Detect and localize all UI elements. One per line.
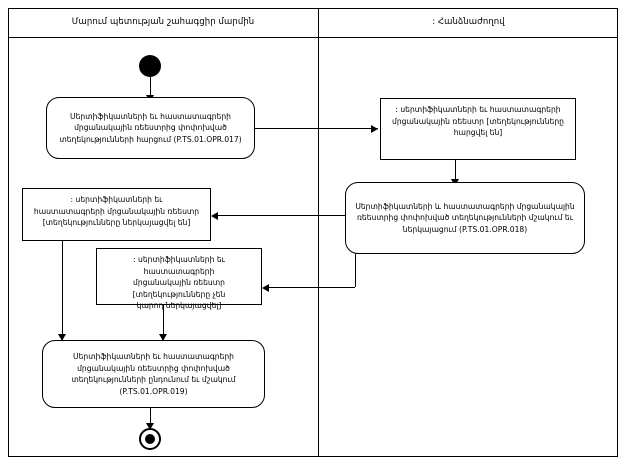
object-not-provided-line3: կարող ներկայացվել] xyxy=(136,301,222,310)
object-provided-text: : սերտիֆիկատների եւ հաստատագրերի մրցանակ… xyxy=(29,194,204,229)
activity-process-text: Սերտիֆիկատների և հաստատագրերի մրցանակայի… xyxy=(354,201,576,236)
activity-request-line2: մրցանակային ռեեստրից փոփոխված xyxy=(74,123,227,133)
object-node-information-requested[interactable]: : սերտիֆիկատների եւ հաստատագրերի մրցանակ… xyxy=(380,98,576,160)
object-provided-line1: : սերտիֆիկատների եւ xyxy=(70,195,163,204)
activity-receive-line4: (P.TS.01.OPR.019) xyxy=(119,386,188,396)
object-requested-line3: հարցվել են] xyxy=(453,128,503,137)
activity-receive-line2: մրցանակային ռեեստրից փոփոխված xyxy=(77,363,230,373)
object-not-provided-line1: : սերտիֆիկատների եւ հաստատագրերի xyxy=(133,255,225,276)
edge-not-provided-to-receive xyxy=(163,305,164,341)
final-node xyxy=(139,428,161,450)
edge-requested-to-process xyxy=(455,160,456,182)
object-not-provided-text: : սերտիֆիկատների եւ հաստատագրերի մրցանակ… xyxy=(103,254,255,312)
activity-receive-line1: Սերտիֆիկատների եւ հաստատագրերի xyxy=(73,352,234,361)
arrowhead-receive-to-final xyxy=(146,423,154,430)
activity-process-and-provide[interactable]: Սերտիֆիկատների և հաստատագրերի մրցանակայի… xyxy=(345,182,585,254)
activity-process-line1: Սերտիֆիկատների և հաստատագրերի մրցանակայի… xyxy=(355,201,575,211)
edge-initial-to-request xyxy=(150,77,151,97)
activity-request-text: Սերտիֆիկատների եւ հաստատագրերի մրցանակայ… xyxy=(55,111,246,146)
activity-process-line3: ներկայացում (P.TS.01.OPR.018) xyxy=(402,224,528,234)
object-provided-line3: [տեղեկությունները ներկայացվել են] xyxy=(42,218,191,227)
object-provided-line2: հաստատագրերի մրցանակային ռեեստր xyxy=(33,206,200,216)
activity-process-line2: ռեեստրից փոփոխված տեղեկությունների մշակո… xyxy=(356,213,574,223)
object-requested-line2: մրցանակային ռեեստր [տեղեկությունները xyxy=(392,116,564,126)
object-requested-text: : սերտիֆիկատների եւ հաստատագրերի մրցանակ… xyxy=(387,104,569,139)
edge-request-to-requested xyxy=(255,128,378,129)
object-requested-line1: : սերտիֆիկատների եւ հաստատագրերի xyxy=(395,105,561,114)
activity-receive-and-process[interactable]: Սերտիֆիկատների եւ հաստատագրերի մրցանակայ… xyxy=(42,340,265,408)
swimlane-title-right: : Հանձնաժողով xyxy=(432,17,505,27)
arrowhead-process-to-provided xyxy=(211,212,218,220)
activity-request-line1: Սերտիֆիկատների եւ հաստատագրերի xyxy=(70,111,231,121)
edge-process-to-not-provided xyxy=(268,287,355,288)
edge-process-to-provided xyxy=(217,215,345,216)
activity-request-line3: տեղեկությունների հարցում (P.TS.01.OPR.01… xyxy=(59,134,242,144)
swimlane-title-left: Մարում պետության շահագցիր մարմին xyxy=(71,17,255,27)
edge-process-down-stub xyxy=(355,254,356,287)
swimlane-header-rule xyxy=(8,37,618,38)
arrowhead-request-to-requested xyxy=(371,125,378,133)
edge-receive-to-final xyxy=(150,408,151,428)
activity-request-information[interactable]: Սերտիֆիկատների եւ հաստատագրերի մրցանակայ… xyxy=(46,97,255,159)
edge-process-left-stub xyxy=(345,215,346,216)
edge-provided-to-receive xyxy=(62,241,63,341)
object-node-information-not-provided[interactable]: : սերտիֆիկատների եւ հաստատագրերի մրցանակ… xyxy=(96,248,262,310)
arrowhead-process-to-not-provided xyxy=(262,284,269,292)
arrowhead-provided-to-receive xyxy=(58,334,66,341)
initial-node xyxy=(139,55,161,77)
object-node-information-provided[interactable]: : սերտիֆիկատների եւ հաստատագրերի մրցանակ… xyxy=(22,188,211,241)
activity-receive-line3: տեղեկությունների ընդունում եւ մշակում xyxy=(71,375,236,384)
swimlane-divider xyxy=(318,8,319,457)
arrowhead-not-provided-to-receive xyxy=(159,334,167,341)
object-not-provided-line2: մրցանակային ռեեստր [տեղեկությունները չեն xyxy=(132,278,226,299)
activity-receive-text: Սերտիֆիկատների եւ հաստատագրերի մրցանակայ… xyxy=(51,351,256,397)
